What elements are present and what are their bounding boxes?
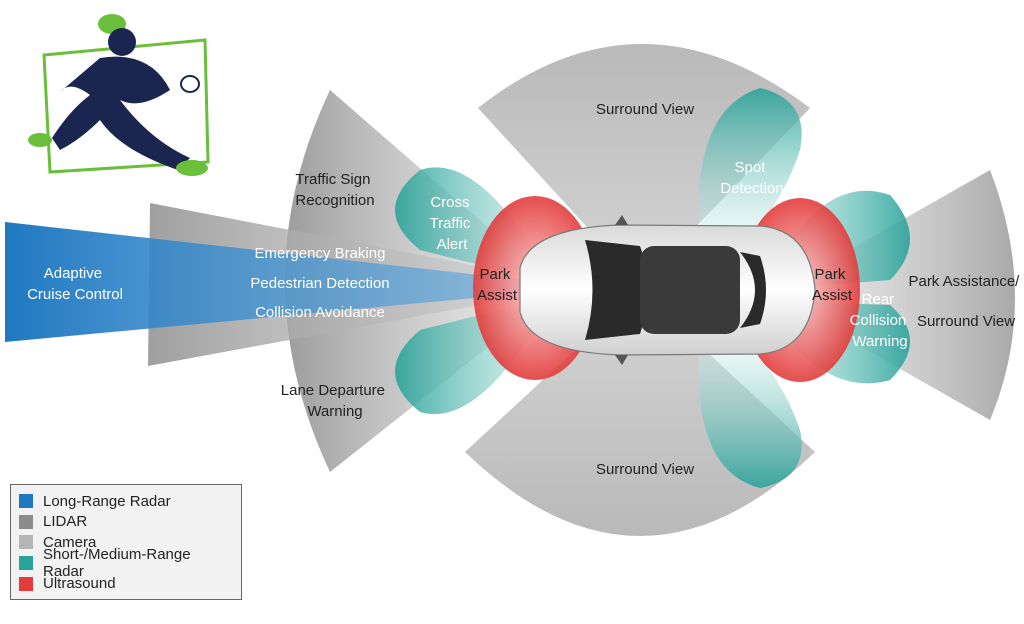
adaptive-cruise-control-label: Adaptive Cruise Control: [27, 265, 123, 303]
legend-label: Long-Range Radar: [43, 492, 171, 510]
rear-camera-zone: [770, 170, 1015, 420]
pedestrian-detection-label: Pedestrian Detection: [250, 275, 389, 292]
legend-item: Long-Range Radar: [19, 491, 233, 512]
legend-item: Ultrasound: [19, 573, 233, 594]
surround-view-bottom-zone: [465, 290, 815, 536]
legend-item: Short-/Medium-Range Radar: [19, 546, 233, 580]
traffic-sign-recognition-label: Traffic Sign Recognition: [295, 171, 374, 209]
legend-swatch: [19, 494, 33, 509]
cross-traffic-alert-label: Cross Traffic Alert: [429, 194, 474, 253]
spot-detection-top-lobe: [698, 88, 802, 245]
legend-label: LIDAR: [43, 513, 88, 531]
legend-swatch: [19, 535, 33, 550]
spot-detection-bottom-lobe: [698, 338, 802, 488]
running-figure-logo: [28, 14, 210, 176]
collision-avoidance-label: Collision Avoidance: [255, 304, 385, 321]
surround-view-top-label: Surround View: [596, 101, 694, 118]
emergency-braking-label: Emergency Braking: [255, 245, 386, 262]
legend-swatch: [19, 556, 33, 571]
legend-label: Camera: [43, 533, 97, 551]
legend-swatch: [19, 576, 33, 591]
legend-swatch: [19, 514, 33, 529]
legend-item: LIDAR: [19, 512, 233, 533]
spot-detection-label: Spot Detection: [720, 159, 783, 197]
legend-label: Ultrasound: [43, 575, 116, 593]
rear-collision-warning-label: Rear Collision Warning: [850, 291, 911, 350]
surround-view-bottom-label: Surround View: [596, 461, 694, 478]
front-park-assist-label: Park Assist: [477, 266, 518, 304]
legend-label: Short-/Medium-Range Radar: [43, 546, 191, 581]
legend-item: Camera: [19, 532, 233, 553]
rear-park-assist-label: Park Assist: [812, 266, 853, 304]
lane-departure-warning-label: Lane Departure Warning: [281, 382, 389, 420]
long-range-radar-zone: [5, 222, 560, 342]
car-top-view-icon: [519, 215, 816, 365]
surround-view-top-zone: [478, 44, 810, 285]
park-assistance-surround-view-label: Park Assistance/ Surround View: [908, 273, 1023, 330]
